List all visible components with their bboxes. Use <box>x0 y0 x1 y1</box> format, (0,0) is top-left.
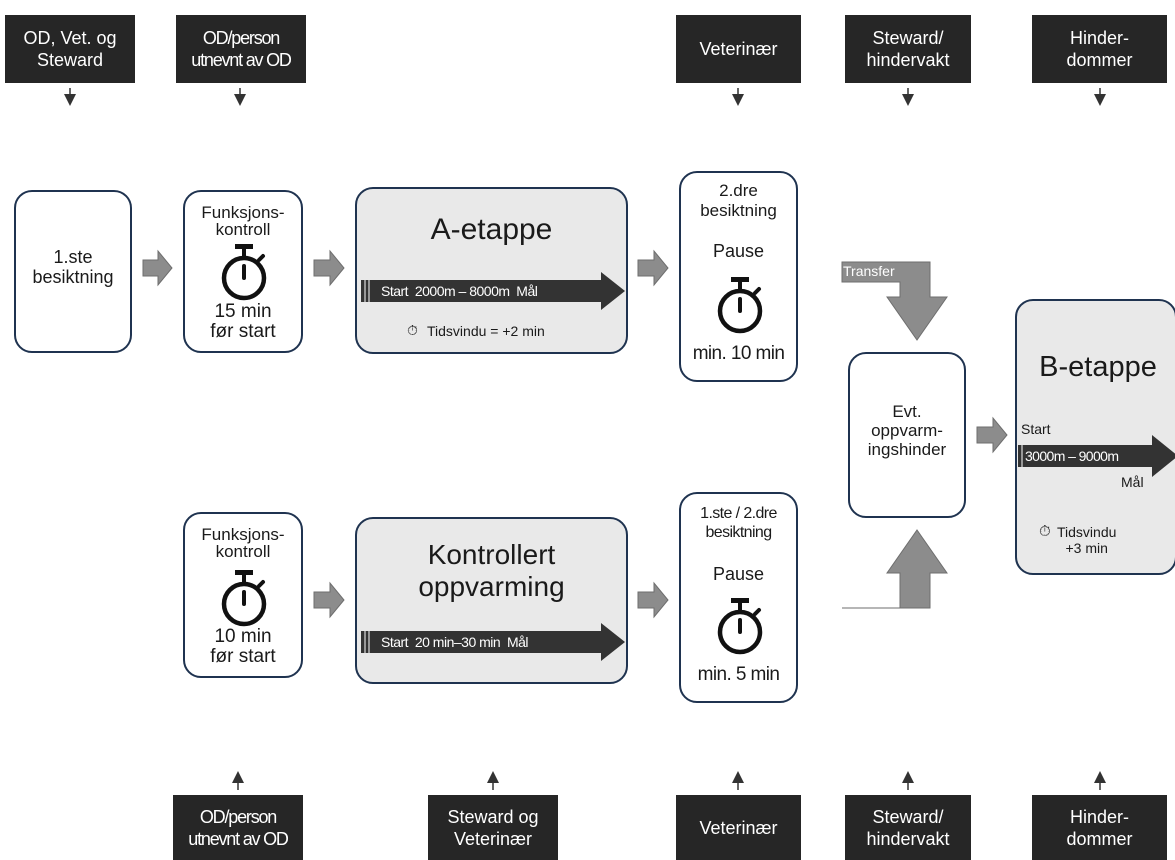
first-inspection-box: 1.ste besiktning <box>14 190 132 353</box>
role-steward-hindervakt-bottom: Steward/ hindervakt <box>845 795 971 860</box>
stopwatch-icon <box>219 242 269 302</box>
second-inspection-title: 2.dre besiktning <box>700 181 777 220</box>
role-od-person-top: OD/person utnevnt av OD <box>176 15 306 83</box>
transfer-arrow-top <box>841 261 948 341</box>
controlled-warmup-bar <box>361 623 625 661</box>
function-control-a-title: Funksjons- kontroll <box>201 203 285 239</box>
a-stage-title: A-etappe <box>430 213 553 246</box>
a-stage-bar <box>361 272 625 310</box>
role-hinderdommer-bottom: Hinder- dommer <box>1032 795 1167 860</box>
second-inspection-pause: Pause <box>712 241 765 261</box>
transfer-label-bottom: Transfer <box>843 592 895 608</box>
first-second-inspection-time: min. 5 min <box>697 664 780 685</box>
b-stage-bar-label: 3000m – 9000m <box>1025 448 1119 464</box>
controlled-warmup-box: Kontrollert oppvarming Start 20 min–30 m… <box>355 517 628 684</box>
role-od-vet-steward: OD, Vet. og Steward <box>5 15 135 83</box>
b-stage-bar <box>1018 435 1175 477</box>
stopwatch-icon <box>219 568 269 628</box>
flow-arrow-3 <box>637 249 669 287</box>
stopwatch-small-icon: ⏱ <box>1039 523 1051 540</box>
b-stage-goal: Mål <box>1121 474 1144 490</box>
role-steward-hindervakt-top: Steward/ hindervakt <box>845 15 971 83</box>
function-control-b-time: 10 min før start <box>210 626 276 667</box>
role-od-person-bottom: OD/person utnevnt av OD <box>173 795 303 860</box>
flow-arrow-4 <box>313 581 345 619</box>
stopwatch-icon <box>715 596 765 656</box>
role-hinderdommer-top: Hinder- dommer <box>1032 15 1167 83</box>
first-second-inspection-pause: Pause <box>712 564 765 584</box>
b-stage-window: Tidsvindu +3 min <box>1057 524 1117 556</box>
flow-arrow-5 <box>637 581 669 619</box>
up-arrows-bottom <box>232 771 1106 790</box>
warmup-obstacle-label: Evt. oppvarm- ingshinder <box>867 402 947 459</box>
controlled-warmup-title: Kontrollert oppvarming <box>418 539 565 602</box>
a-stage-box: A-etappe Start 2000m – 8000m Mål ⏱ Tidsv… <box>355 187 628 354</box>
b-stage-start: Start <box>1021 421 1051 437</box>
stopwatch-icon <box>715 275 765 335</box>
first-second-inspection-box: 1.ste / 2.dre besiktning Pause min. 5 mi… <box>679 492 798 703</box>
role-steward-veterinaer-bottom: Steward og Veterinær <box>428 795 558 860</box>
first-inspection-label: 1.ste besiktning <box>32 247 114 287</box>
second-inspection-box: 2.dre besiktning Pause min. 10 min <box>679 171 798 382</box>
a-stage-window: Tidsvindu = +2 min <box>427 323 545 339</box>
role-veterinaer-bottom: Veterinær <box>676 795 801 860</box>
stopwatch-small-icon: ⏱ <box>407 322 418 338</box>
warmup-obstacle-box: Evt. oppvarm- ingshinder <box>848 352 966 518</box>
function-control-b-box: Funksjons- kontroll 10 min før start <box>183 512 303 678</box>
transfer-label-top: Transfer <box>843 263 895 279</box>
flow-arrow-6 <box>976 416 1008 454</box>
down-arrows-top <box>64 88 1106 106</box>
transfer-arrow-bottom <box>842 529 948 609</box>
role-veterinaer-top: Veterinær <box>676 15 801 83</box>
flow-arrow-1 <box>142 249 173 287</box>
function-control-a-box: Funksjons- kontroll 15 min før start <box>183 190 303 353</box>
a-stage-bar-label: Start 2000m – 8000m Mål <box>381 283 538 299</box>
function-control-a-time: 15 min før start <box>210 301 276 342</box>
controlled-warmup-bar-label: Start 20 min–30 min Mål <box>381 634 529 650</box>
second-inspection-time: min. 10 min <box>692 343 785 364</box>
b-stage-box: B-etappe Start 3000m – 9000m Mål ⏱ Tidsv… <box>1015 299 1175 575</box>
first-second-inspection-title: 1.ste / 2.dre besiktning <box>700 505 777 541</box>
b-stage-title: B-etappe <box>1039 351 1157 383</box>
function-control-b-title: Funksjons- kontroll <box>201 525 285 561</box>
flow-arrow-2 <box>313 249 345 287</box>
